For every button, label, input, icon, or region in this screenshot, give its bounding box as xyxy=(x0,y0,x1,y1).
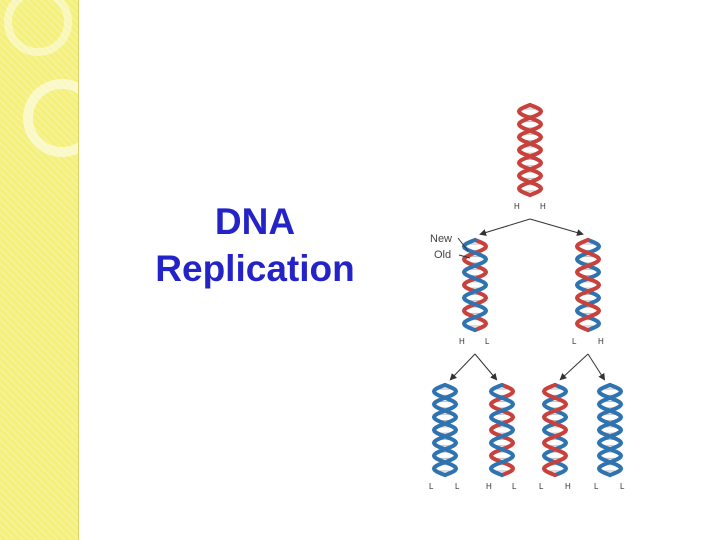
replication-arrow xyxy=(588,354,604,379)
old-strand xyxy=(544,385,566,475)
new-strand xyxy=(464,240,486,330)
sidebar-decoration xyxy=(0,0,79,540)
strand-label: L xyxy=(539,482,544,491)
old-strand xyxy=(519,105,541,195)
legend-new-label: New xyxy=(430,233,452,245)
new-strand xyxy=(434,385,456,475)
strand-label: H xyxy=(540,202,546,211)
replication-arrow xyxy=(475,354,496,379)
strand-label: L xyxy=(572,337,577,346)
slide-title: DNA Replication xyxy=(120,198,390,292)
strand-label: L xyxy=(620,482,625,491)
replication-arrow xyxy=(451,354,475,379)
title-line-2: Replication xyxy=(120,245,390,292)
decorative-circles xyxy=(0,0,78,200)
strand-label: L xyxy=(512,482,517,491)
strand-label: H xyxy=(459,337,465,346)
strand-label: L xyxy=(455,482,460,491)
old-strand xyxy=(577,240,599,330)
new-strand xyxy=(599,385,621,475)
strand-label: H xyxy=(598,337,604,346)
replication-arrow xyxy=(561,354,588,379)
replication-arrow xyxy=(530,219,582,234)
strand-label: L xyxy=(594,482,599,491)
new-strand xyxy=(491,385,513,475)
strand-label: L xyxy=(485,337,490,346)
title-line-1: DNA xyxy=(120,198,390,245)
strand-label: L xyxy=(429,482,434,491)
replication-arrow xyxy=(481,219,530,234)
legend-old-label: Old xyxy=(434,249,451,261)
strand-label: H xyxy=(514,202,520,211)
strand-label: H xyxy=(486,482,492,491)
strand-label: H xyxy=(565,482,571,491)
